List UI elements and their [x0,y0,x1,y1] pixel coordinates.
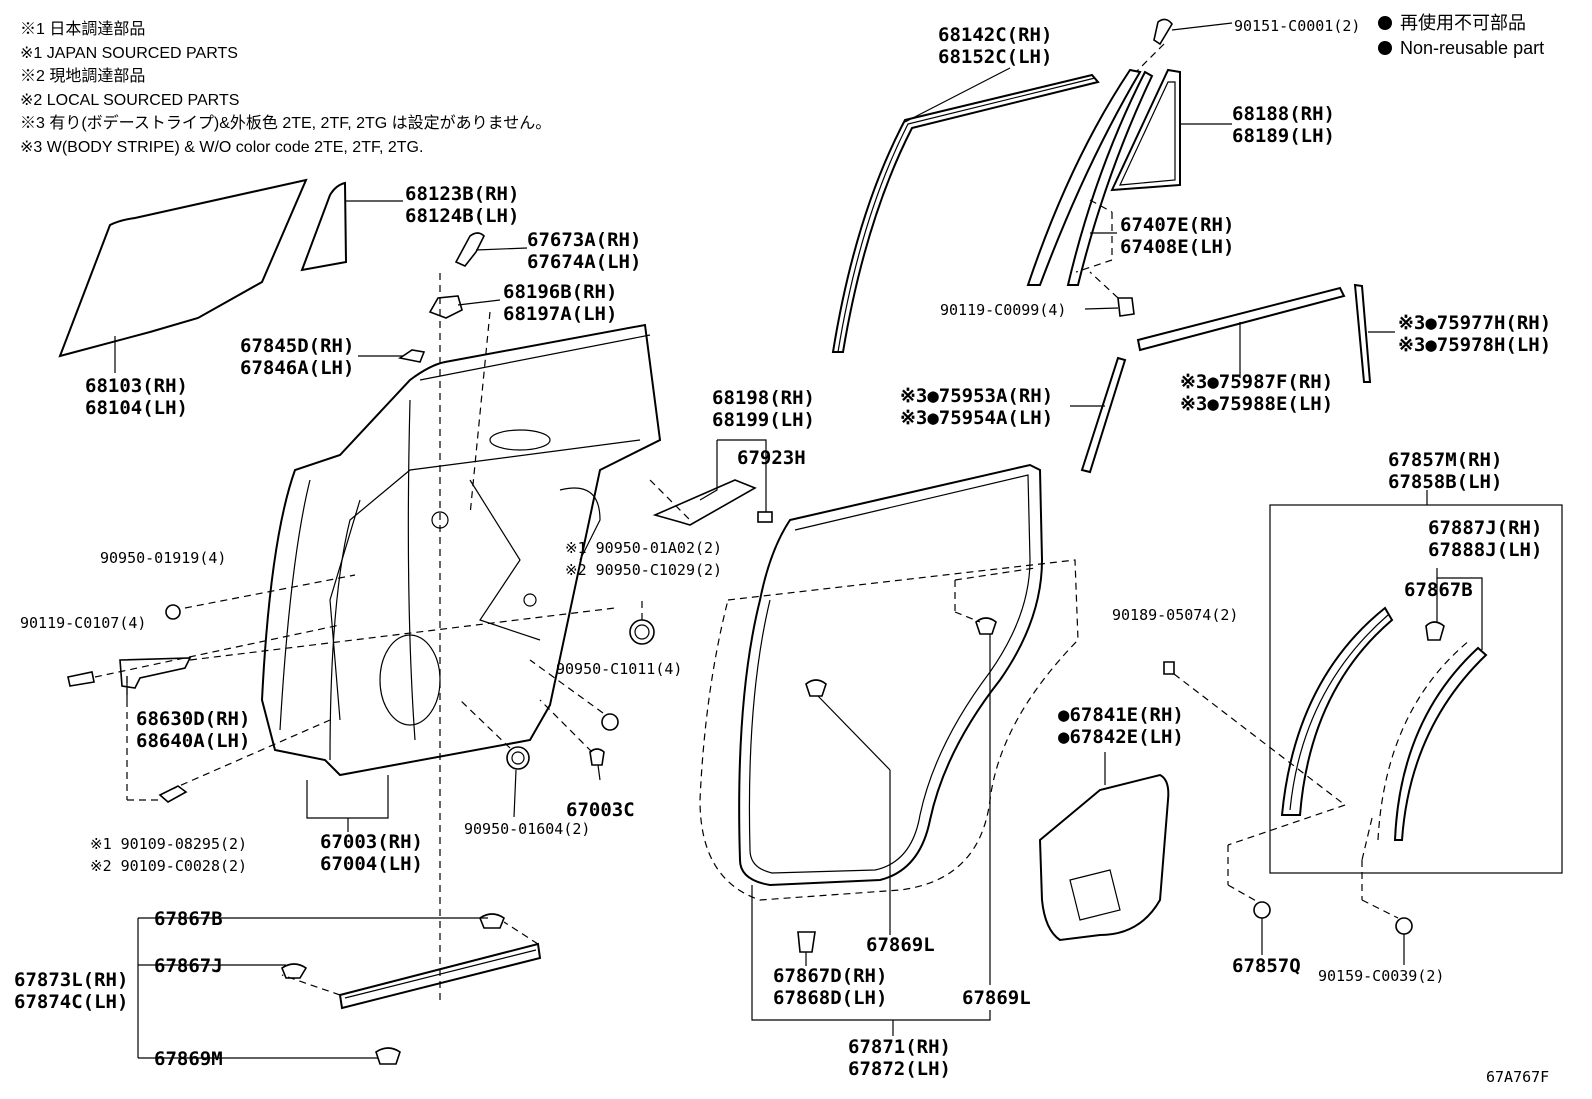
label-67673a: 67673A(RH) [527,229,641,251]
label-67857m: 67857M(RH) [1388,449,1502,471]
legend-item-en: Non-reusable part [1378,36,1544,61]
label-90950-01a02: ※1 90950-01A02(2) [565,539,722,557]
label-68640a: 68640A(LH) [136,730,250,752]
label-68196b: 68196B(RH) [503,281,617,303]
label-75953a: ※3●75953A(RH) [900,385,1053,407]
label-67869l-1: 67869L [866,934,935,956]
label-68124b: 68124B(LH) [405,205,519,227]
label-67004: 67004(LH) [320,853,423,875]
label-90151: 90151-C0001(2) [1234,17,1360,35]
notes-block: ※1 日本調達部品 ※1 JAPAN SOURCED PARTS ※2 現地調達… [20,18,551,159]
label-75978h: ※3●75978H(LH) [1398,334,1551,356]
legend: 再使用不可部品 Non-reusable part [1378,11,1544,61]
label-67845d: 67845D(RH) [240,335,354,357]
body-stripe-drawings [1080,283,1372,474]
label-67003: 67003(RH) [320,831,423,853]
label-68630d: 68630D(RH) [136,708,250,730]
label-67923h: 67923H [737,447,806,469]
label-67872: 67872(LH) [848,1058,951,1080]
label-67887j: 67887J(RH) [1428,517,1542,539]
clip-drawings [67,18,1173,803]
note-line: ※3 有り(ボデーストライプ)&外板色 2TE, 2TF, 2TG は設定があり… [20,115,552,132]
service-hole-cover-drawing [1038,773,1170,942]
label-75977h: ※3●75977H(RH) [1398,312,1551,334]
label-90950-c1011: 90950-C1011(4) [556,660,682,678]
door-panel-drawing [260,323,662,777]
label-67842e: ●67842E(LH) [1058,726,1184,748]
leader-lines [114,22,1483,1059]
label-90109-c0028: ※2 90109-C0028(2) [90,857,247,875]
label-67868d: 67868D(LH) [773,987,887,1009]
note-line: ※3 W(BODY STRIPE) & W/O color code 2TE, … [20,138,424,156]
label-67858b: 67858B(LH) [1388,471,1502,493]
non-reusable-dot-icon [1378,16,1392,30]
label-68199: 68199(LH) [712,409,815,431]
label-67869l-2: 67869L [962,987,1031,1009]
label-67867b-box: 67867B [1404,579,1473,601]
label-68104: 68104(LH) [85,397,188,419]
label-68189: 68189(LH) [1232,125,1335,147]
label-75954a: ※3●75954A(LH) [900,407,1053,429]
label-67867j: 67867J [154,955,223,977]
label-67857q: 67857Q [1232,955,1301,977]
belt-moulding-drawing [281,913,542,1065]
non-reusable-dot-icon [1378,41,1392,55]
note-line: ※2 LOCAL SOURCED PARTS [20,91,240,109]
label-67867d: 67867D(RH) [773,965,887,987]
label-68197a: 68197A(LH) [503,303,617,325]
label-67867b: 67867B [154,908,223,930]
note-line: ※1 JAPAN SOURCED PARTS [20,44,238,62]
label-68123b: 68123B(RH) [405,183,519,205]
label-68152c: 68152C(LH) [938,46,1052,68]
door-frame-moulding-drawing [831,73,1100,353]
legend-item-jp: 再使用不可部品 [1378,11,1544,36]
label-90109-08295: ※1 90109-08295(2) [90,835,247,853]
label-68188: 68188(RH) [1232,103,1335,125]
label-90950-01919: 90950-01919(4) [100,549,226,567]
label-67003c: 67003C [566,799,635,821]
assembly-dashed-lines [94,43,1399,1000]
wheel-arch-box [1163,504,1563,935]
label-67408e: 67408E(LH) [1120,236,1234,258]
label-90119-c0099: 90119-C0099(4) [940,301,1066,319]
label-67674a: 67674A(LH) [527,251,641,273]
diagram-code: 67A767F [1486,1068,1549,1086]
label-67873l: 67873L(RH) [14,969,128,991]
label-67846a: 67846A(LH) [240,357,354,379]
label-67869m: 67869M [154,1048,223,1070]
label-67874c: 67874C(LH) [14,991,128,1013]
label-75988e: ※3●75988E(LH) [1180,393,1333,415]
quarter-glass-drawing [300,181,348,272]
label-90189-05074: 90189-05074(2) [1112,606,1238,624]
note-line: ※1 日本調達部品 [20,21,146,38]
label-67871: 67871(RH) [848,1036,951,1058]
label-67407e: 67407E(RH) [1120,214,1234,236]
label-68142c: 68142C(RH) [938,24,1052,46]
label-90119-c0107: 90119-C0107(4) [20,614,146,632]
label-75987f: ※3●75987F(RH) [1180,371,1333,393]
label-90950-01604: 90950-01604(2) [464,820,590,838]
label-68103: 68103(RH) [85,375,188,397]
door-glass-drawing [58,178,308,358]
note-line: ※2 現地調達部品 [20,68,146,85]
label-68198: 68198(RH) [712,387,815,409]
label-67841e: ●67841E(RH) [1058,704,1184,726]
label-90159-c0039: 90159-C0039(2) [1318,967,1444,985]
weatherstrip-drawing [699,463,1079,953]
division-bar-drawing [1026,68,1154,286]
label-90950-c1029: ※2 90950-C1029(2) [565,561,722,579]
label-67888j: 67888J(LH) [1428,539,1542,561]
part-labels: 68142C(RH) 68152C(LH) 90151-C0001(2) 681… [14,17,1551,1086]
triangle-glass-drawing [1110,68,1181,192]
